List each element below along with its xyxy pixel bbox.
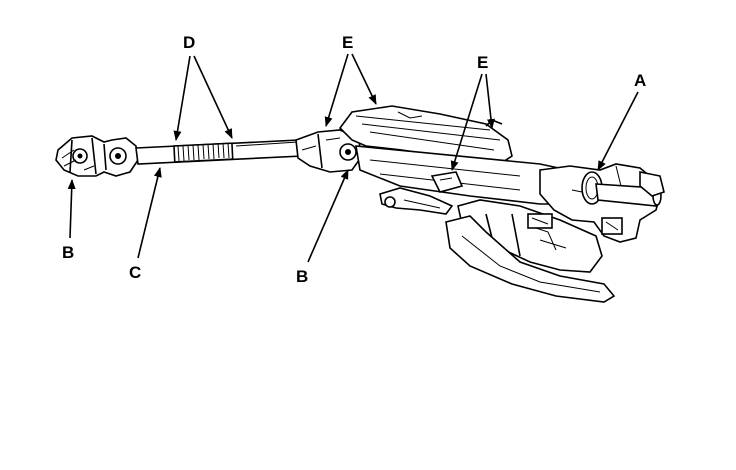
arrow-d-right bbox=[193, 55, 233, 139]
upper-universal-joint bbox=[295, 129, 363, 173]
label-a: A bbox=[634, 71, 646, 90]
arrow-b-center bbox=[307, 169, 349, 263]
arrow-e-right-1 bbox=[450, 73, 483, 171]
lower-universal-joint bbox=[55, 135, 139, 177]
callout-arrows bbox=[67, 53, 639, 263]
arrow-c bbox=[137, 167, 162, 259]
label-e-right: E bbox=[477, 53, 488, 72]
intermediate-shaft bbox=[135, 139, 303, 165]
arrow-b-left bbox=[67, 179, 76, 239]
label-d: D bbox=[183, 33, 195, 52]
arrow-a bbox=[597, 91, 639, 171]
arrow-e-right-2 bbox=[485, 73, 495, 129]
arrow-d-left bbox=[173, 55, 191, 141]
label-b-center: B bbox=[296, 267, 308, 286]
label-e-left: E bbox=[342, 33, 353, 52]
tilt-lock-assembly bbox=[445, 199, 616, 303]
arrow-e-left-1 bbox=[324, 53, 349, 127]
ignition-switch-assembly bbox=[539, 163, 665, 243]
label-b-left: B bbox=[62, 243, 74, 262]
label-c: C bbox=[129, 263, 141, 282]
arrow-e-left-2 bbox=[351, 53, 377, 105]
